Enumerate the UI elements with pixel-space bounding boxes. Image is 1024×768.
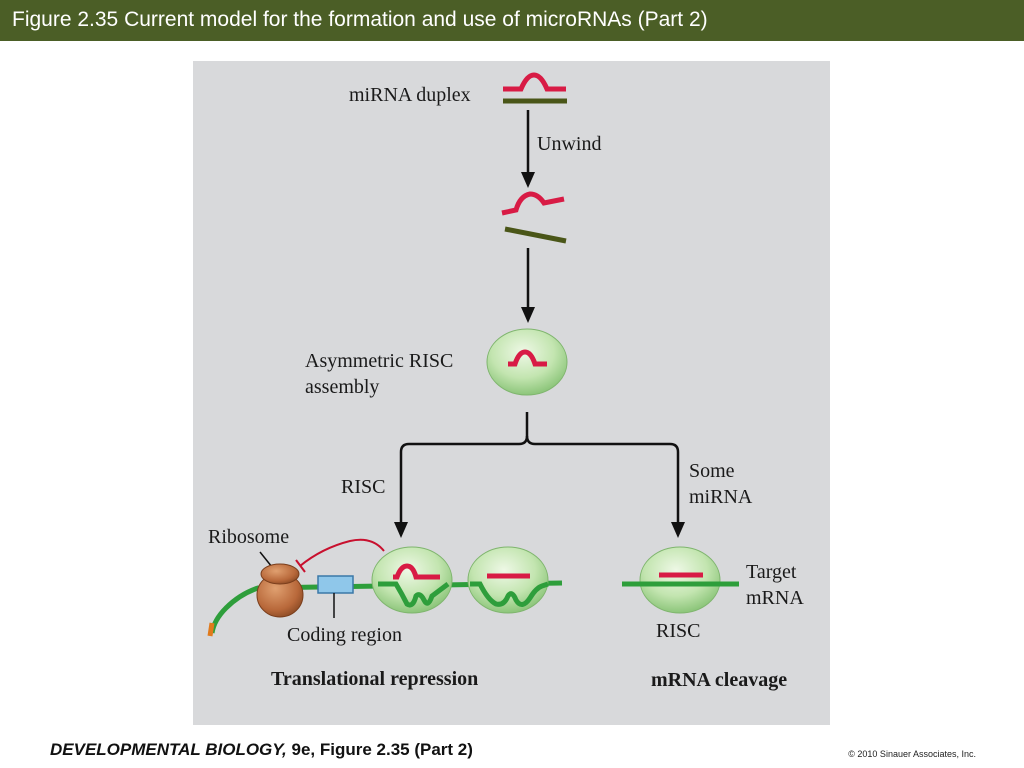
mirna-duplex-label: miRNA duplex: [349, 84, 471, 106]
some-mirna-label-line1: Some: [689, 460, 735, 482]
inhibition-line: [295, 538, 385, 573]
title-bar: Figure 2.35 Current model for the format…: [0, 0, 1024, 41]
asymmetric-risc-label-line1: Asymmetric RISC: [305, 350, 453, 372]
ribosome: [256, 563, 304, 618]
slide-title: Figure 2.35 Current model for the format…: [12, 8, 708, 31]
target-mrna-left: [207, 580, 563, 637]
coding-region-box: [317, 575, 354, 594]
translational-repression-caption: Translational repression: [271, 668, 478, 690]
risc-branch-label: RISC: [341, 476, 385, 498]
target-mrna-label-line2: mRNA: [746, 587, 804, 609]
risc-complex-repression-1: [371, 546, 453, 614]
risc-cleavage-label: RISC: [656, 620, 700, 642]
asymmetric-risc-label-line2: assembly: [305, 376, 379, 398]
book-title: DEVELOPMENTAL BIOLOGY,: [50, 740, 287, 759]
footer-citation: DEVELOPMENTAL BIOLOGY, 9e, Figure 2.35 (…: [50, 740, 473, 760]
risc-complex-repression-2: [467, 546, 549, 614]
mrna-cleavage-caption: mRNA cleavage: [651, 669, 787, 691]
mirna-duplex: [503, 72, 567, 104]
branch-arrows: [394, 412, 685, 538]
unwound-strands: [501, 191, 567, 244]
risc-complex-cleavage: [622, 546, 739, 614]
figure-reference: 9e, Figure 2.35 (Part 2): [286, 740, 473, 759]
coding-region-label: Coding region: [287, 624, 402, 646]
unwind-label: Unwind: [537, 133, 601, 155]
copyright-notice: © 2010 Sinauer Associates, Inc.: [848, 749, 976, 759]
assembly-arrow: [521, 248, 535, 323]
unwind-arrow: [521, 110, 535, 188]
ribosome-label: Ribosome: [208, 526, 289, 548]
some-mirna-label-line2: miRNA: [689, 486, 753, 508]
risc-complex-top: [486, 328, 568, 396]
target-mrna-label-line1: Target: [746, 561, 797, 583]
